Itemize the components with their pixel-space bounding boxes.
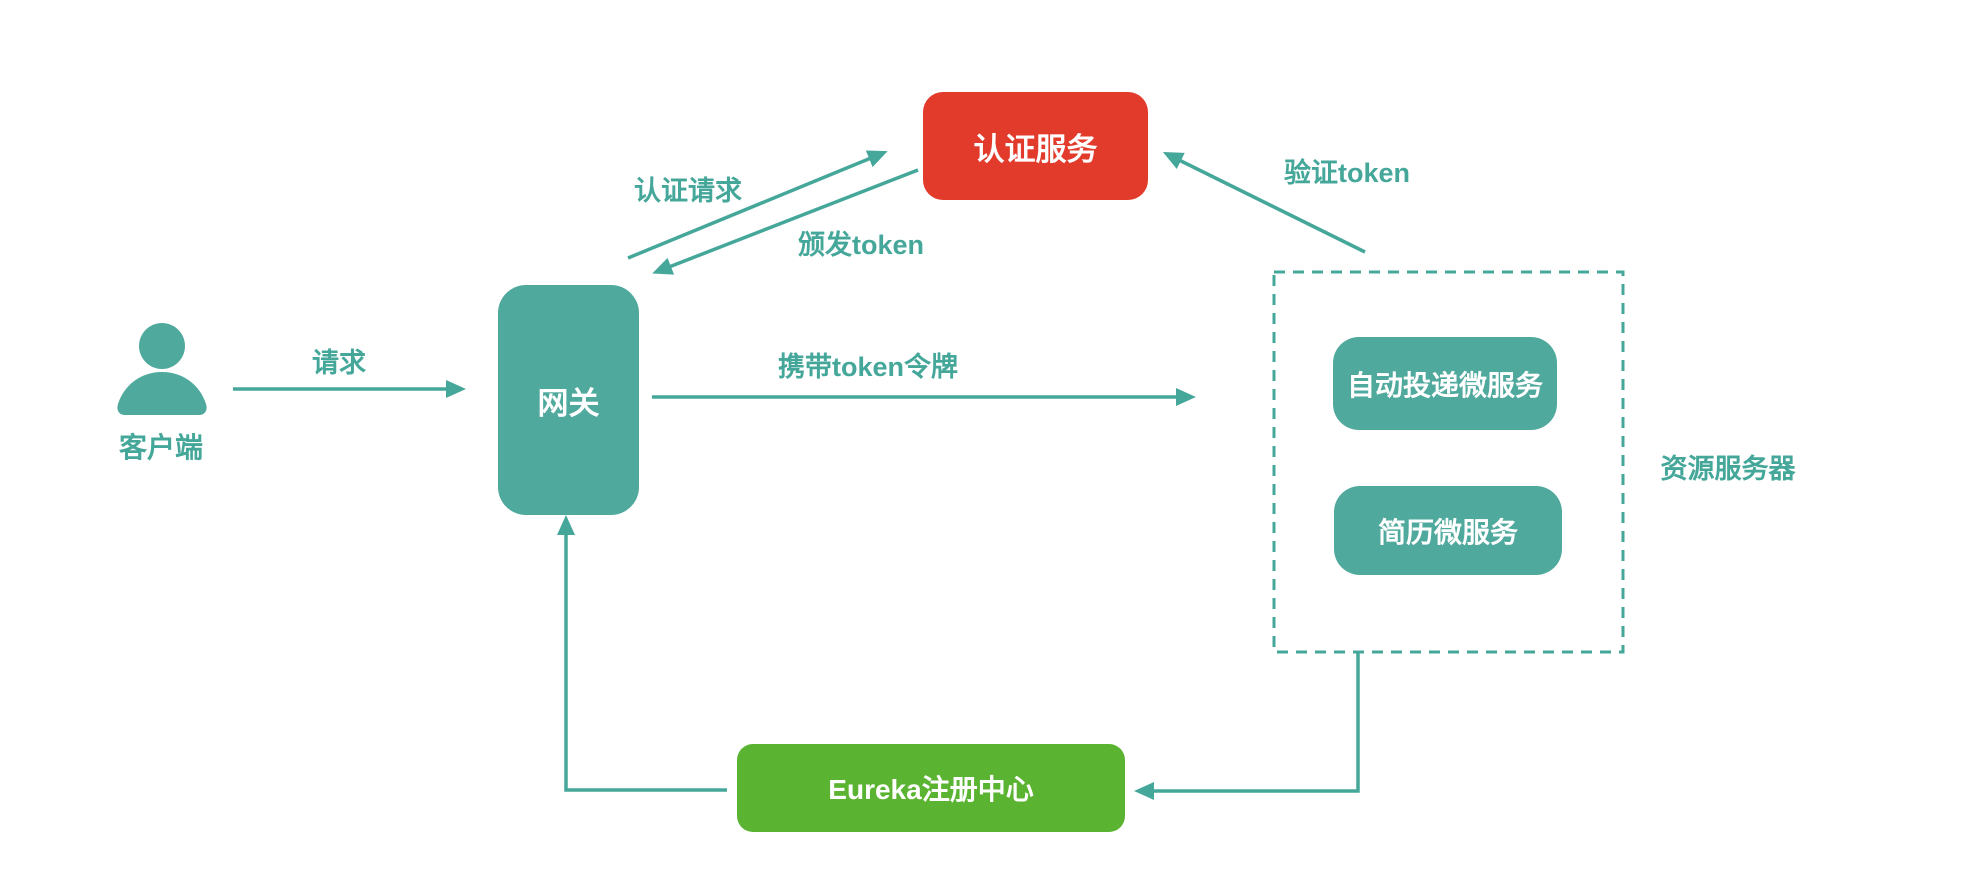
client-label: 客户端 [118,432,203,463]
auth-request-arrow [627,150,888,260]
resource-to-eureka-connector [1134,652,1360,800]
eureka-registry-label: Eureka注册中心 [828,774,1034,805]
verify-token-arrow [1162,152,1366,254]
resume-microservice-node: 简历微服务 [1334,486,1562,575]
gateway-label: 网关 [537,385,600,421]
resource-server-boundary [1272,270,1625,654]
gateway-node: 网关 [498,285,639,515]
auto-delivery-microservice-node: 自动投递微服务 [1333,337,1557,430]
request-edge-label: 请求 [312,348,366,378]
auth-service-label: 认证服务 [973,131,1098,167]
auto-delivery-microservice-label: 自动投递微服务 [1346,369,1543,401]
person-icon [117,323,207,415]
resource-server-label: 资源服务器 [1660,454,1796,484]
eureka-registry-node: Eureka注册中心 [737,744,1125,832]
carry-token-edge-label: 携带token令牌 [777,352,958,382]
resume-microservice-label: 简历微服务 [1377,516,1518,548]
auth-service-node: 认证服务 [923,92,1148,200]
auth-request-edge-label: 认证请求 [634,176,742,206]
issue-token-arrow [652,168,919,275]
verify-token-edge-label: 验证token [1283,158,1410,188]
eureka-to-gateway-connector [557,515,727,792]
issue-token-edge-label: 颁发token [797,230,924,260]
